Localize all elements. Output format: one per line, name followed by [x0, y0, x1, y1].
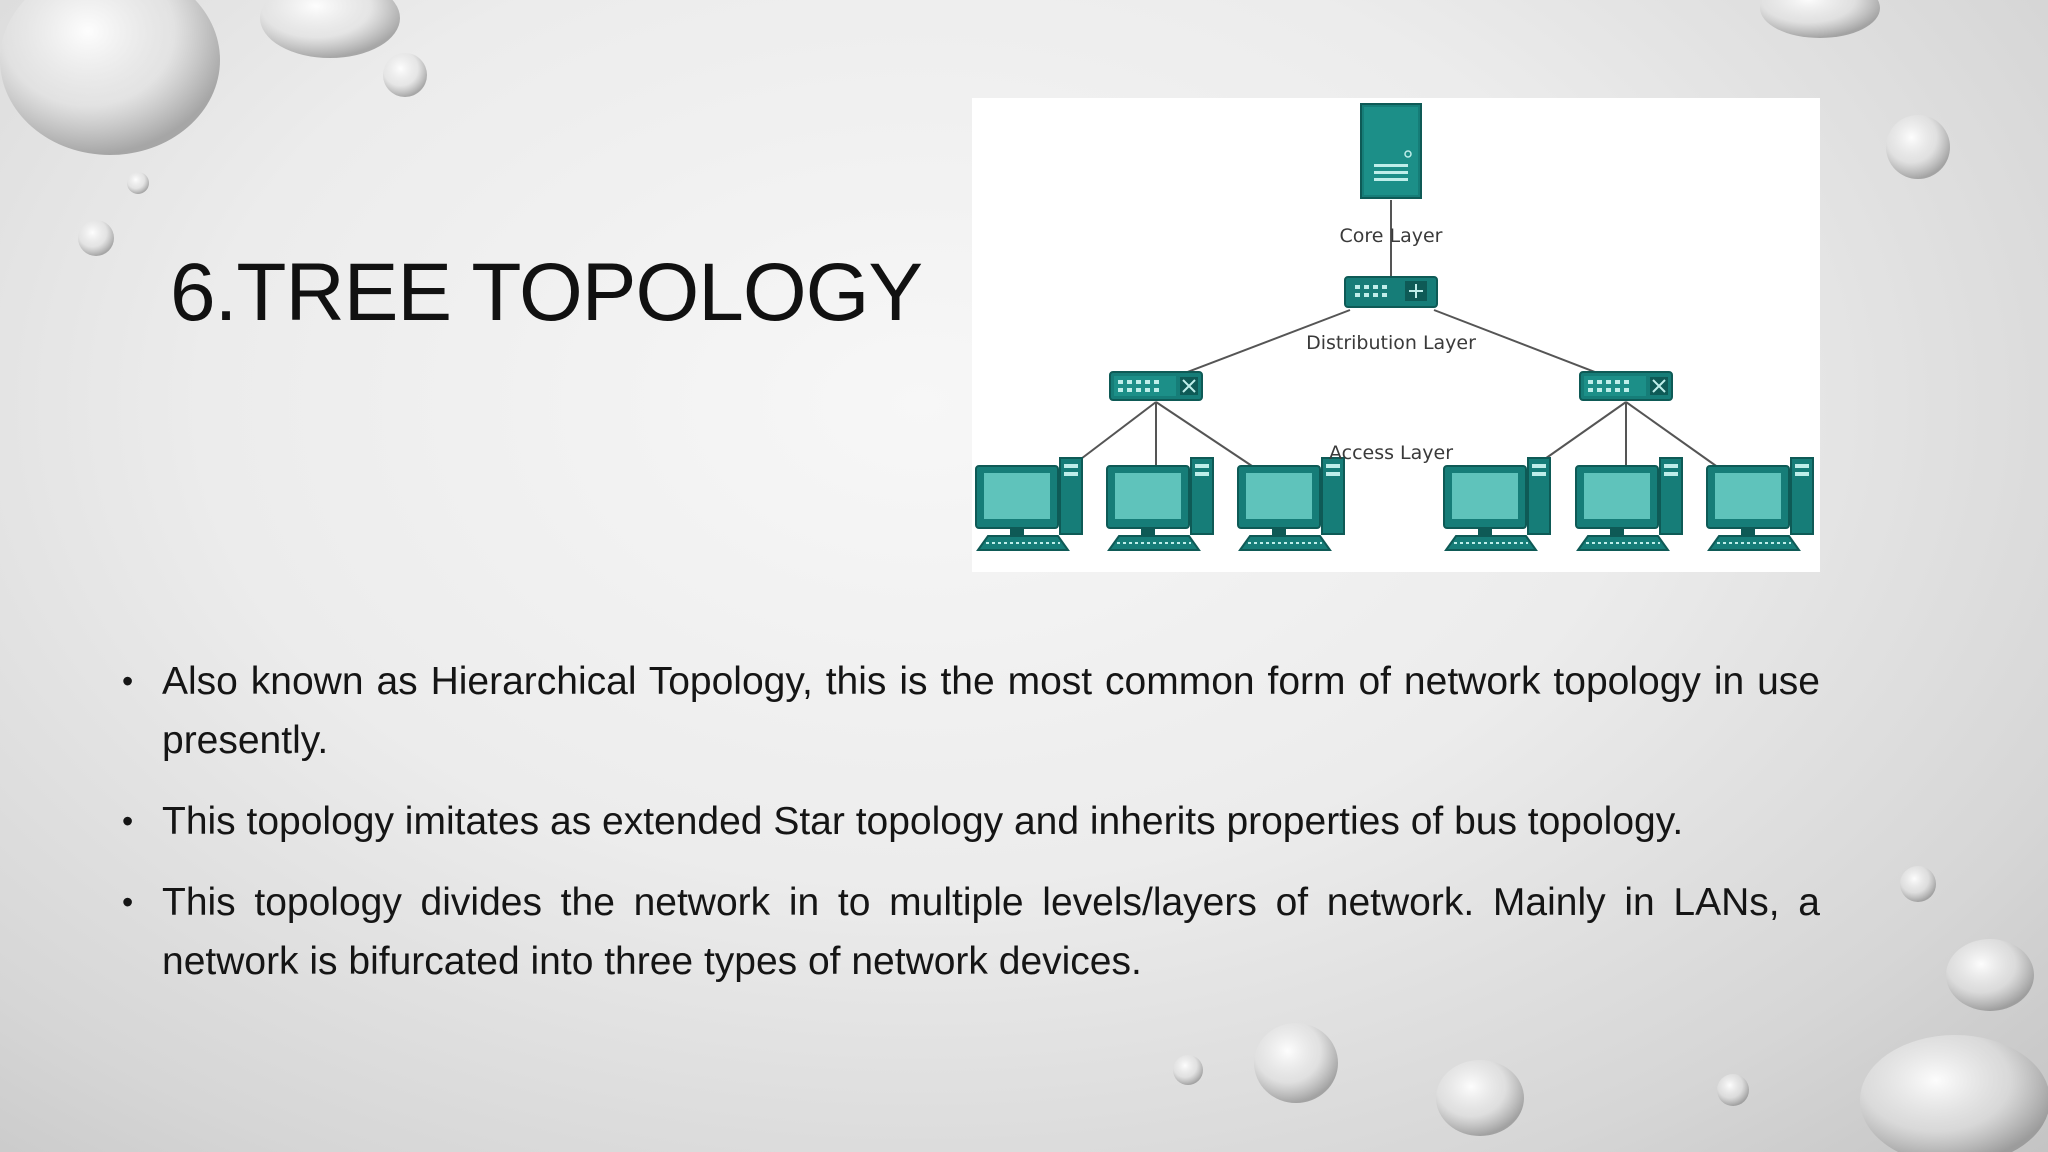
bullet-item: • This topology imitates as extended Star… — [122, 792, 1820, 851]
water-drop — [1860, 1035, 2048, 1152]
slide-title: 6.TREE TOPOLOGY — [170, 247, 923, 338]
tree-topology-diagram: Core Layer Distribution Layer Access Lay… — [972, 98, 1820, 572]
water-drop — [78, 220, 114, 256]
computer-icon — [1106, 457, 1214, 551]
bullet-marker: • — [122, 663, 134, 699]
computer-icon — [975, 457, 1083, 551]
water-drop — [1436, 1060, 1524, 1136]
bullet-marker: • — [122, 803, 134, 839]
switch-icon — [1109, 371, 1203, 401]
computer-icon — [1443, 457, 1551, 551]
computer-icon — [1706, 457, 1814, 551]
core-layer-label: Core Layer — [1340, 225, 1443, 247]
bullet-marker: • — [122, 884, 134, 920]
access-layer-label: Access Layer — [1329, 442, 1453, 464]
water-drop — [1254, 1023, 1338, 1103]
water-drop — [260, 0, 400, 58]
water-drop — [1946, 939, 2034, 1011]
bullet-list: • Also known as Hierarchical Topology, th… — [122, 652, 1820, 1013]
server-icon — [1360, 103, 1422, 199]
water-drop — [0, 0, 220, 155]
water-drop — [383, 53, 427, 97]
switch-icon — [1579, 371, 1673, 401]
water-drop — [1760, 0, 1880, 38]
water-drop — [1717, 1074, 1749, 1106]
computer-icon — [1575, 457, 1683, 551]
switch-icon — [1344, 276, 1438, 308]
bullet-text: This topology divides the network in to … — [162, 881, 1820, 983]
computer-icon — [1237, 457, 1345, 551]
bullet-text: This topology imitates as extended Star … — [162, 800, 1684, 843]
water-drop — [1173, 1055, 1203, 1085]
distribution-layer-label: Distribution Layer — [1306, 332, 1476, 354]
water-drop — [1886, 115, 1950, 179]
bullet-text: Also known as Hierarchical Topology, thi… — [162, 660, 1820, 762]
bullet-item: • Also known as Hierarchical Topology, th… — [122, 652, 1820, 770]
bullet-item: • This topology divides the network in to… — [122, 873, 1820, 991]
water-drop — [127, 172, 149, 194]
water-drop — [1900, 866, 1936, 902]
